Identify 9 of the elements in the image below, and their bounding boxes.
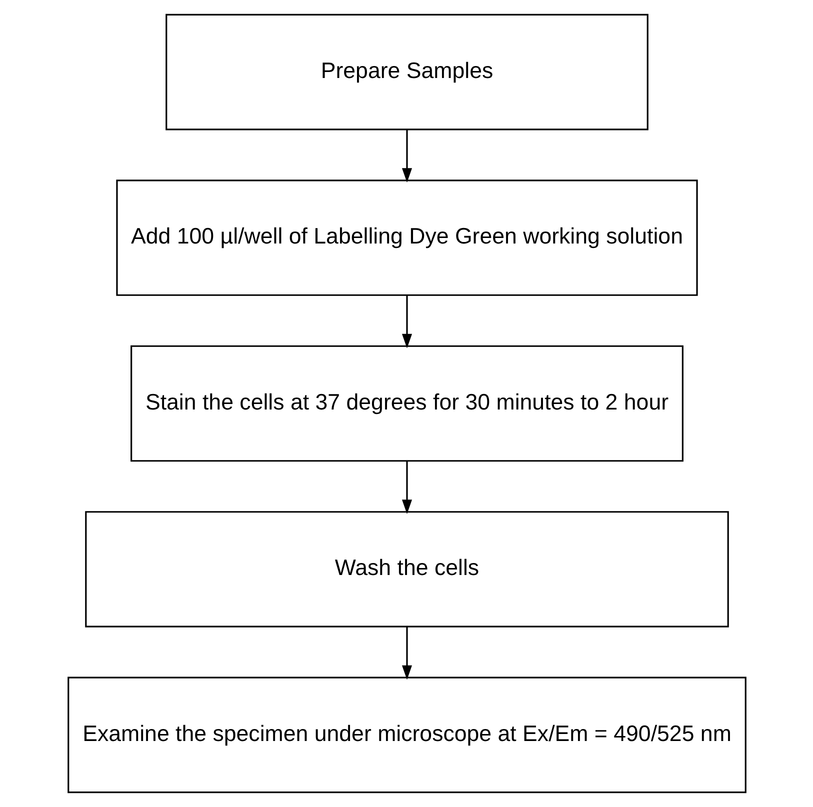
node-box: Wash the cells: [84, 511, 728, 628]
node-box: Prepare Samples: [165, 14, 648, 130]
arrow: [401, 130, 412, 183]
arrow: [401, 295, 412, 348]
arrow: [401, 626, 412, 680]
node-box: Examine the specimen under microscope at Ex/Em = 490/525 nm: [67, 676, 746, 794]
node-box: Stain the cells at 37 degrees for 30 minutes to 2 hour: [130, 345, 683, 462]
node-box: Add 100 µl/well of Labelling Dye Green working solution: [116, 180, 698, 296]
arrow: [401, 461, 412, 514]
